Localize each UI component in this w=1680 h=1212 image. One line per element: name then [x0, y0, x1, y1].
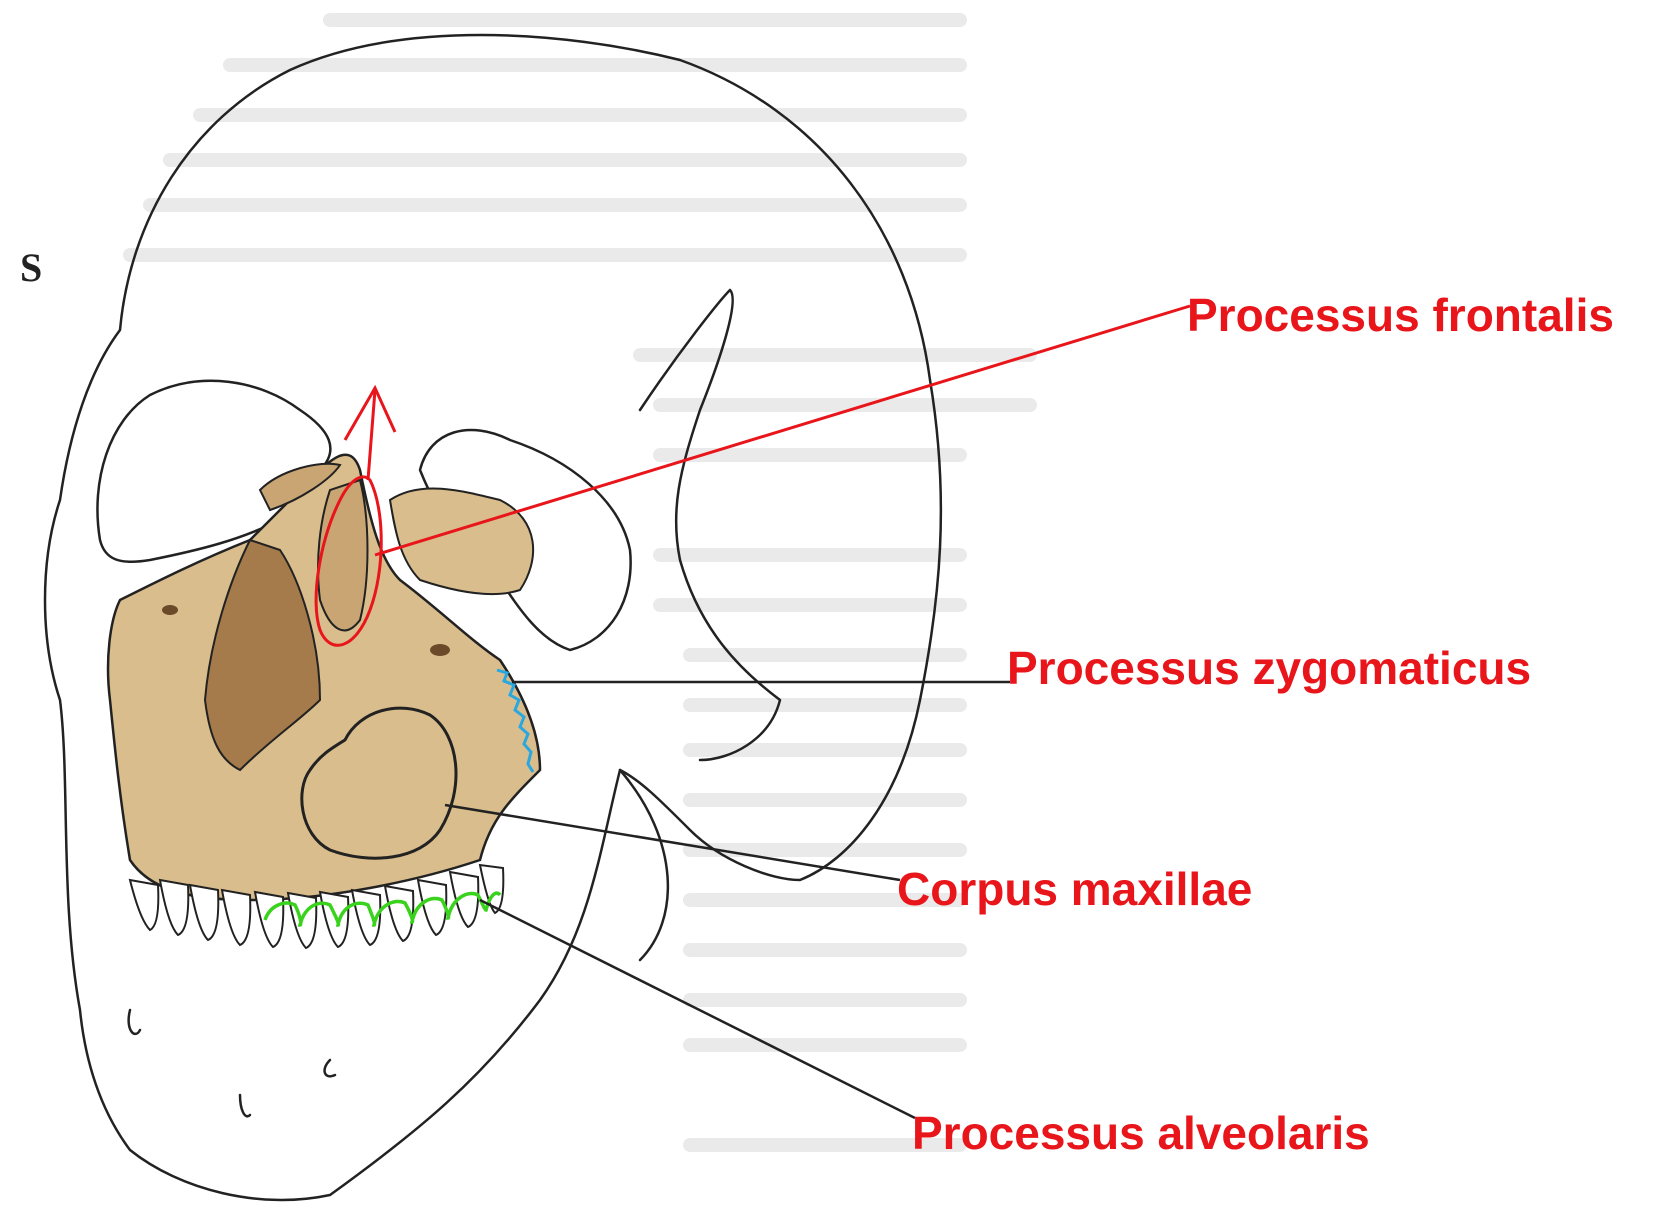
temporal-line	[638, 288, 782, 762]
arrow-up-icon	[343, 384, 397, 441]
teeth	[128, 863, 505, 950]
chin-mark-3	[238, 1093, 252, 1118]
corpus-leader-line	[444, 803, 901, 882]
frontal-process	[317, 478, 369, 632]
alveolaris-leader-line	[479, 898, 916, 1120]
nasal-cavity	[203, 538, 322, 772]
background-text-lines	[123, 13, 1037, 1152]
frontalis-leader-line	[374, 304, 1191, 557]
alveolar-line	[263, 891, 502, 927]
arrow-shaft	[366, 389, 377, 481]
chin-mark-2	[323, 1058, 337, 1078]
label-corpus-maxillae: Corpus maxillae	[897, 863, 1253, 915]
page-corner-letter: S	[20, 245, 43, 290]
label-processus-frontalis: Processus frontalis	[1187, 289, 1614, 341]
left-orbit	[96, 379, 332, 564]
nasal-foramen	[162, 605, 178, 615]
maxilla-bone	[106, 453, 542, 902]
skull-outline	[43, 33, 943, 1202]
frontal-ellipse	[314, 475, 383, 647]
mandible	[618, 768, 670, 962]
corpus-circle	[300, 706, 458, 860]
frontal-process-marker	[314, 304, 1191, 647]
nasal-bone	[258, 462, 342, 512]
chin-mark-1	[127, 1008, 142, 1036]
lacrimal-bones	[388, 487, 534, 596]
label-processus-zygomaticus: Processus zygomaticus	[1007, 642, 1532, 694]
infraorbital-foramen	[430, 644, 450, 656]
zygomatic-suture	[496, 668, 535, 773]
skull-illustration-icon	[43, 33, 943, 1202]
label-processus-alveolaris: Processus alveolaris	[912, 1107, 1370, 1159]
